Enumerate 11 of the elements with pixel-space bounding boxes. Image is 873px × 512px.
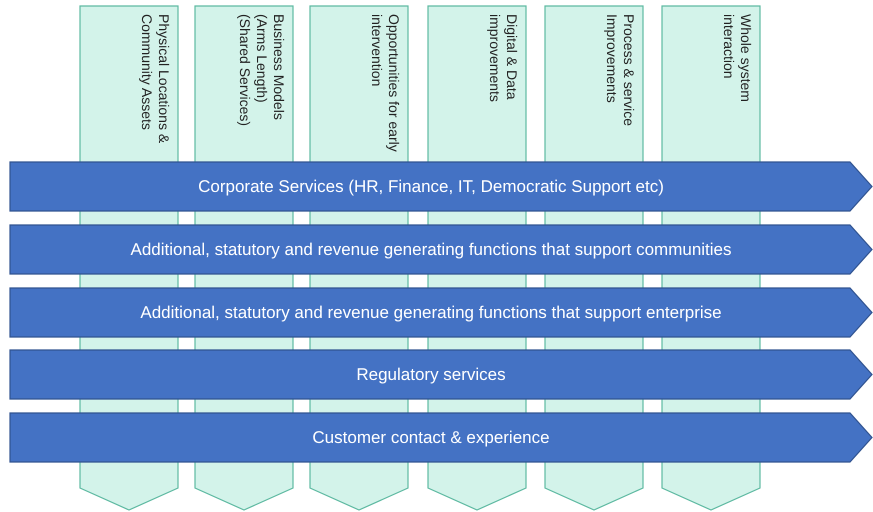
column-label: Opportunities for early intervention	[368, 14, 402, 154]
column-label: Physical Locations & Community Assets	[138, 14, 172, 146]
row-label: Additional, statutory and revenue generating functions that support communities	[129, 240, 733, 260]
column-label: Process & service Improvements	[603, 14, 637, 128]
row-label: Regulatory services	[355, 364, 507, 384]
row-label: Additional, statutory and revenue generating functions that support enterprise	[139, 302, 723, 322]
row-label: Customer contact & experience	[311, 428, 551, 448]
column-label: Whole system interaction	[720, 14, 754, 104]
column-label: Digital & Data improvements	[486, 14, 520, 104]
column-label: Business Models (Arms Length) (Shared Services)	[236, 14, 287, 128]
row-label: Corporate Services (HR, Finance, IT, Democratic Support etc)	[197, 176, 665, 196]
